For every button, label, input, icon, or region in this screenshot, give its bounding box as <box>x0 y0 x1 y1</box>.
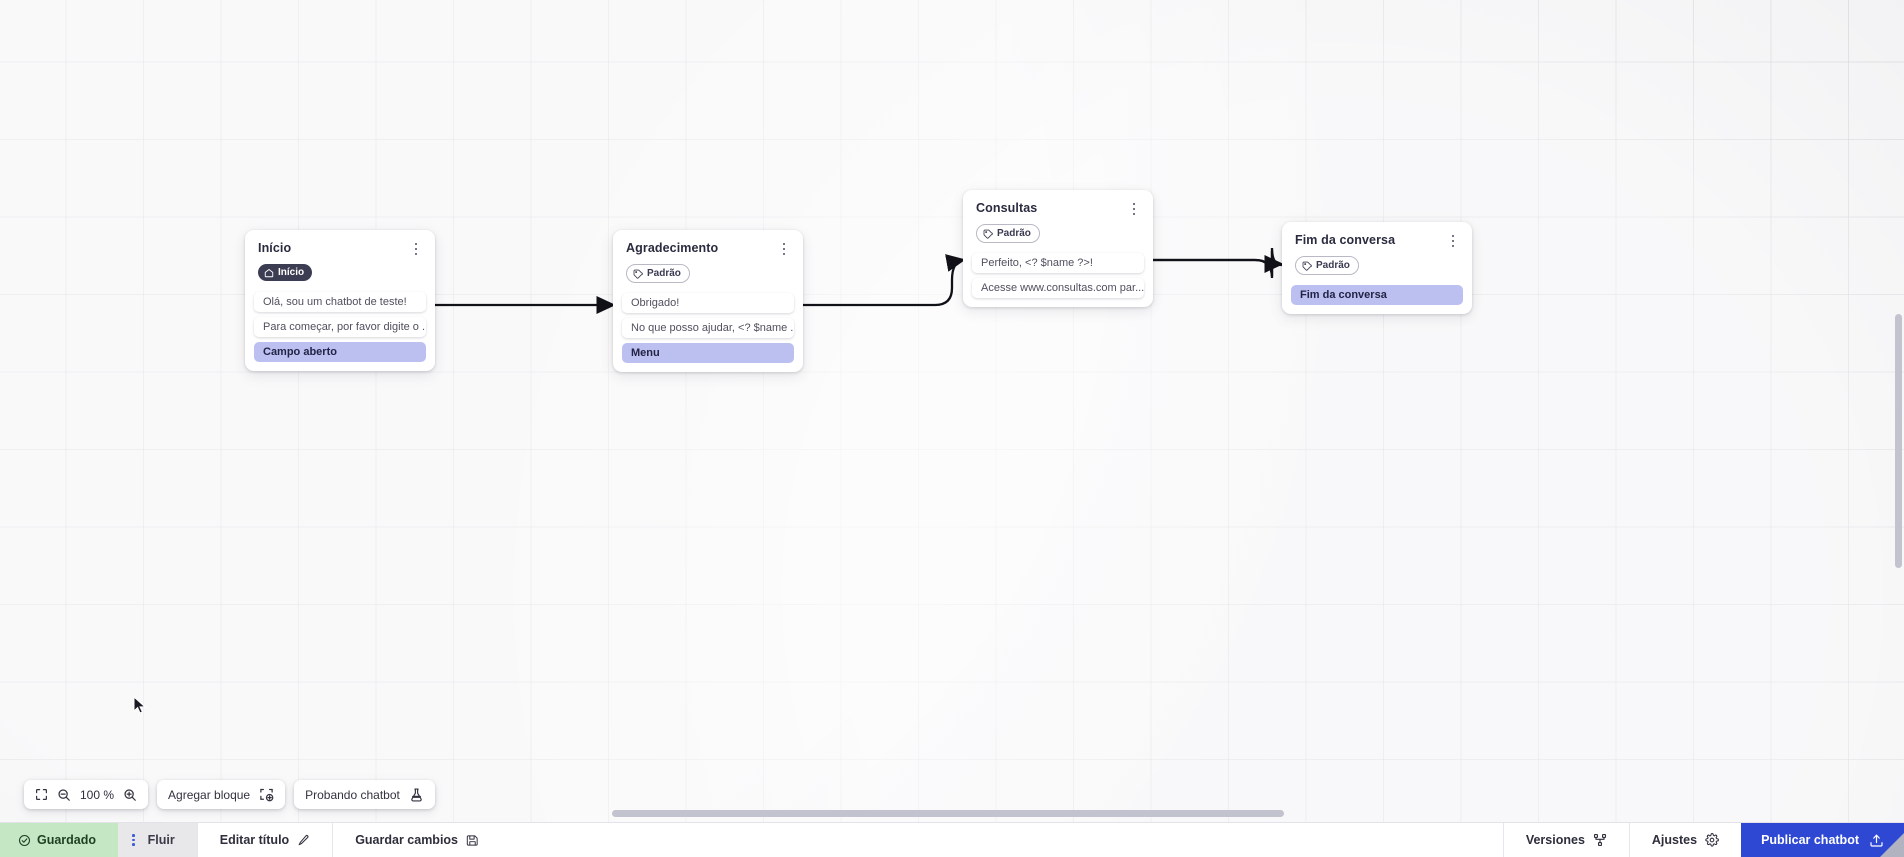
node-badge-default[interactable]: Padrão <box>1295 256 1359 275</box>
status-bar-spacer <box>501 823 1503 857</box>
node-row-message[interactable]: Perfeito, <? $name ?>! <box>972 252 1144 273</box>
versions-label: Versiones <box>1525 833 1585 847</box>
vertical-scrollbar[interactable] <box>1895 314 1902 568</box>
node-row-action[interactable]: Fim da conversa <box>1291 284 1463 305</box>
zoom-controls: 100 % <box>24 780 149 809</box>
status-bar: Guardado Fluir Editar título Guardar cam… <box>0 822 1904 857</box>
node-title: Consultas <box>976 201 1038 215</box>
add-block-button[interactable]: Agregar bloque <box>157 780 286 809</box>
node-rows: Olá, sou um chatbot de teste! Para começ… <box>245 291 435 362</box>
save-changes-label: Guardar cambios <box>355 833 459 847</box>
node-title: Início <box>258 241 292 255</box>
saved-status-badge: Guardado <box>0 823 119 857</box>
check-circle-icon <box>18 834 31 846</box>
zoom-level-label: 100 % <box>80 787 115 802</box>
horizontal-scrollbar[interactable] <box>612 810 1284 817</box>
node-badge-row: Padrão <box>613 258 803 293</box>
save-changes-button[interactable]: Guardar cambios <box>332 823 501 857</box>
settings-label: Ajustes <box>1651 833 1698 847</box>
node-badge-default[interactable]: Padrão <box>626 264 690 283</box>
test-chatbot-label: Probando chatbot <box>305 787 400 802</box>
node-badge-row: Padrão <box>1282 250 1472 285</box>
tag-icon <box>983 229 993 239</box>
tag-icon <box>633 269 643 279</box>
saved-label: Guardado <box>37 833 97 847</box>
add-block-icon <box>259 787 274 802</box>
tag-icon <box>1302 261 1312 271</box>
node-menu-button[interactable] <box>777 240 791 258</box>
node-badge-label: Padrão <box>997 227 1031 239</box>
zoom-out-icon[interactable] <box>57 788 71 802</box>
node-badge-default[interactable]: Padrão <box>976 224 1040 243</box>
save-disk-icon <box>466 834 478 846</box>
edge-agradecimento-consultas <box>803 254 966 307</box>
node-menu-button[interactable] <box>409 240 423 258</box>
node-rows: Perfeito, <? $name ?>! Acesse www.consul… <box>963 252 1153 298</box>
pencil-icon <box>298 834 309 845</box>
node-badge-row: Início <box>245 258 435 292</box>
edit-title-button[interactable]: Editar título <box>196 823 332 857</box>
node-menu-button[interactable] <box>1446 232 1460 250</box>
flow-node-fim-da-conversa[interactable]: Fim da conversa Padrão Fim da conversa <box>1282 222 1472 314</box>
node-row-message[interactable]: Acesse www.consultas.com par... <box>972 277 1144 298</box>
flow-node-inicio[interactable]: Início Início Olá, sou um chatbot de tes… <box>245 230 435 371</box>
publish-label: Publicar chatbot <box>1761 833 1859 847</box>
add-block-label: Agregar bloque <box>168 787 251 802</box>
tab-fluir[interactable]: Fluir <box>118 823 197 857</box>
node-row-message[interactable]: Para começar, por favor digite o ... <box>254 316 426 337</box>
node-header: Consultas <box>963 190 1153 218</box>
branch-icon <box>1593 833 1606 847</box>
node-badge-label: Padrão <box>647 267 681 279</box>
edit-title-label: Editar título <box>219 833 290 847</box>
node-row-message[interactable]: Olá, sou um chatbot de teste! <box>254 291 426 312</box>
zoom-in-icon[interactable] <box>123 788 137 802</box>
node-badge-start[interactable]: Início <box>258 264 313 281</box>
node-header: Agradecimento <box>613 230 803 258</box>
edge-consultas-fim <box>1153 247 1283 279</box>
upload-icon <box>1870 834 1883 847</box>
node-row-message[interactable]: Obrigado! <box>622 292 794 313</box>
node-header: Fim da conversa <box>1282 222 1472 250</box>
flask-icon <box>409 787 424 803</box>
node-row-action[interactable]: Campo aberto <box>254 341 426 362</box>
home-icon <box>264 268 274 277</box>
gear-icon <box>1705 833 1720 847</box>
node-badge-label: Início <box>278 266 305 278</box>
publish-chatbot-button[interactable]: Publicar chatbot <box>1741 823 1904 857</box>
node-title: Agradecimento <box>626 241 719 255</box>
node-row-message[interactable]: No que posso ajudar, <? $name ... <box>622 317 794 338</box>
canvas-toolbar: 100 % Agregar bloque <box>24 780 435 809</box>
status-bar-right: Versiones Ajustes Publicar chatbot <box>1502 823 1904 857</box>
node-header: Início <box>245 230 435 258</box>
versions-button[interactable]: Versiones <box>1502 823 1629 857</box>
node-badge-label: Padrão <box>1316 259 1350 271</box>
node-badge-row: Padrão <box>963 218 1153 253</box>
node-rows: Fim da conversa <box>1282 284 1472 305</box>
flow-node-agradecimento[interactable]: Agradecimento Padrão Obrigado! No que po… <box>613 230 803 372</box>
test-chatbot-button[interactable]: Probando chatbot <box>294 780 435 809</box>
fit-screen-icon[interactable] <box>35 788 48 801</box>
tab-fluir-label: Fluir <box>147 833 175 847</box>
drag-dots-icon[interactable] <box>132 834 135 846</box>
flow-node-consultas[interactable]: Consultas Padrão Perfeito, <? $name ?>! … <box>963 190 1153 307</box>
settings-button[interactable]: Ajustes <box>1628 823 1741 857</box>
edge-consultas-fim-tail <box>1153 250 1284 277</box>
node-menu-button[interactable] <box>1127 200 1141 218</box>
node-title: Fim da conversa <box>1295 233 1396 247</box>
node-rows: Obrigado! No que posso ajudar, <? $name … <box>613 292 803 363</box>
flow-canvas[interactable]: Início Início Olá, sou um chatbot de tes… <box>0 0 1904 823</box>
connector-layer <box>435 247 1284 314</box>
node-row-action[interactable]: Menu <box>622 342 794 363</box>
